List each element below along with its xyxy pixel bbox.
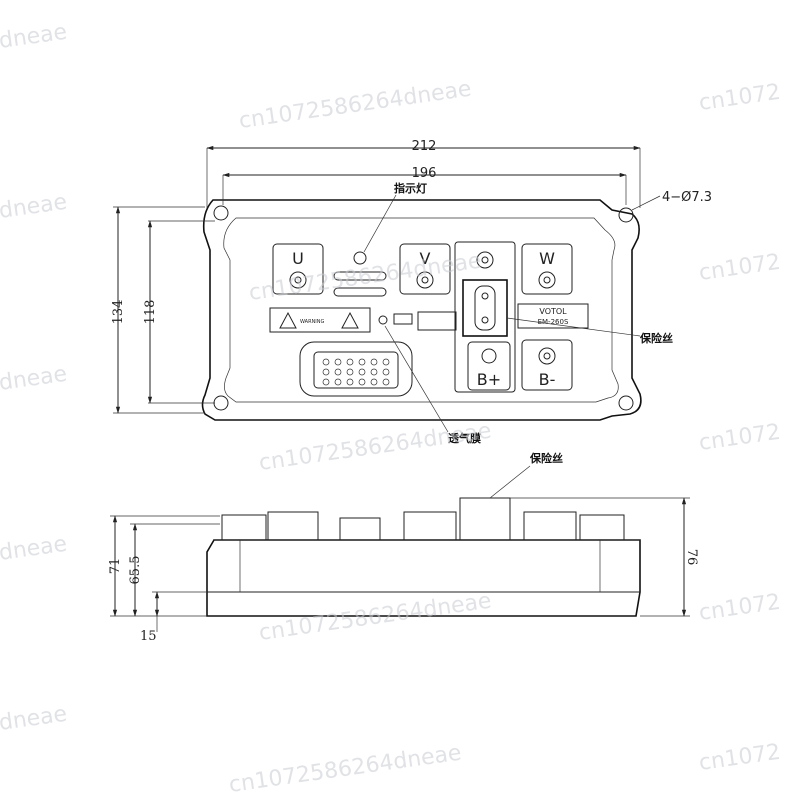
- svg-text:cn1072586264dneae: cn1072586264dneae: [247, 249, 483, 306]
- svg-text:U: U: [292, 249, 304, 268]
- indicator-light: 指示灯: [333, 181, 427, 297]
- dim-overall-height: 134: [111, 300, 126, 325]
- mount-hole-bottom-right: [618, 395, 634, 411]
- top-view: 212 196 4−Ø7.3 134 118 U 指示灯: [111, 139, 712, 445]
- warning-label: WARNING: [269, 307, 457, 333]
- svg-text:cn1072: cn1072: [697, 80, 782, 116]
- terminal-w: W: [521, 243, 573, 295]
- svg-text:cn1072: cn1072: [697, 740, 782, 776]
- svg-text:dneae: dneae: [0, 702, 69, 736]
- mount-hole-top-left: [213, 205, 229, 221]
- dim-76: 76: [684, 549, 699, 566]
- svg-text:cn1072586264dneae: cn1072586264dneae: [237, 77, 473, 134]
- vent-membrane-mark: [378, 315, 388, 325]
- hole-spec-label: 4−Ø7.3: [662, 190, 712, 205]
- dim-65-5: 65.5: [128, 556, 143, 585]
- svg-text:cn1072: cn1072: [697, 250, 782, 286]
- signal-connector: 透气膜: [299, 325, 481, 445]
- svg-text:EM-260S: EM-260S: [538, 318, 569, 326]
- label-vent: 透气膜: [448, 431, 481, 445]
- svg-text:W: W: [539, 249, 555, 268]
- svg-text:cn1072586264dneae: cn1072586264dneae: [257, 419, 493, 476]
- housing-outline: [201, 199, 642, 421]
- brand-plate: VOTOL EM-260S: [517, 303, 589, 329]
- dim-hole-height: 118: [143, 300, 158, 325]
- svg-text:dneae: dneae: [0, 20, 69, 54]
- svg-text:WARNING: WARNING: [300, 319, 325, 325]
- svg-text:VOTOL: VOTOL: [539, 307, 567, 316]
- side-body: [206, 539, 641, 617]
- mount-hole-top-right: [618, 207, 634, 223]
- terminal-bminus: B-: [521, 339, 573, 391]
- connector-pins: [322, 358, 390, 386]
- side-view: 保险丝 71 65.5 15 76: [108, 451, 699, 644]
- svg-text:V: V: [420, 249, 431, 268]
- mounting-holes: [213, 205, 634, 411]
- label-indicator: 指示灯: [394, 181, 427, 195]
- label-fuse: 保险丝: [639, 331, 673, 345]
- svg-text:B-: B-: [539, 370, 556, 389]
- svg-text:dneae: dneae: [0, 532, 69, 566]
- housing-inner: [223, 217, 619, 403]
- mount-hole-bottom-left: [213, 395, 229, 411]
- fuse-holder-side: [459, 497, 511, 541]
- svg-text:B+: B+: [477, 370, 501, 389]
- dim-hole-spacing: 196: [412, 166, 437, 181]
- terminal-v: V: [399, 243, 451, 295]
- dim-15: 15: [140, 629, 157, 644]
- svg-text:cn1072586264dneae: cn1072586264dneae: [257, 589, 493, 646]
- terminal-u: U: [272, 243, 324, 295]
- svg-text:cn1072586264dneae: cn1072586264dneae: [227, 741, 463, 798]
- svg-text:dneae: dneae: [0, 362, 69, 396]
- dim-overall-width: 212: [412, 139, 437, 154]
- dim-71: 71: [108, 558, 123, 575]
- side-label-fuse: 保险丝: [529, 451, 563, 465]
- svg-text:dneae: dneae: [0, 190, 69, 224]
- svg-text:cn1072: cn1072: [697, 420, 782, 456]
- watermark-layer: dneae cn1072586264dneae cn1072 dneae cn1…: [0, 20, 782, 798]
- svg-text:cn1072: cn1072: [697, 590, 782, 626]
- terminal-bplus: B+: [467, 341, 511, 391]
- fuse-block: 保险丝: [454, 241, 673, 393]
